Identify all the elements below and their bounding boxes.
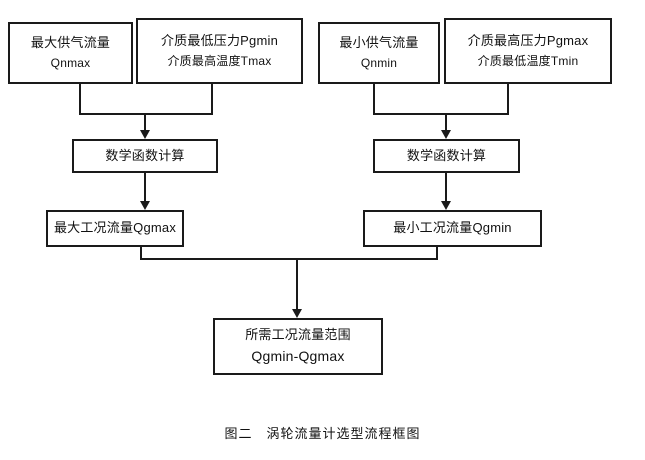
connector-stem-to-final	[296, 258, 298, 310]
node-math-calc-left: 数学函数计算	[72, 139, 218, 173]
node-max-supply-flow-line1: 最大供气流量	[30, 35, 111, 50]
connector-math-right-to-qgmin	[445, 173, 447, 202]
connector-stem-right-to-math	[445, 113, 447, 130]
connector-drop-min-supply-flow	[373, 84, 375, 115]
connector-drop-qgmin	[436, 247, 438, 260]
node-min-working-flow-label: 最小工况流量Qgmin	[393, 220, 512, 236]
connector-merge-bar-final	[140, 258, 438, 260]
arrowhead-right-to-math	[441, 130, 451, 139]
node-min-working-flow: 最小工况流量Qgmin	[363, 210, 542, 247]
node-required-flow-range-line2: Qgmin-Qgmax	[251, 348, 345, 365]
node-max-supply-flow-line2: Qnmax	[50, 55, 91, 70]
node-required-flow-range-line1: 所需工况流量范围	[245, 326, 351, 342]
connector-drop-min-pressure-max-temp	[211, 84, 213, 115]
connector-merge-bar-left	[79, 113, 213, 115]
node-min-pressure-max-temp-line1: 介质最低压力Pgmin	[160, 33, 279, 48]
connector-drop-max-pressure-min-temp	[507, 84, 509, 115]
node-max-pressure-min-temp-line2: 介质最低温度Tmin	[477, 53, 579, 68]
node-min-supply-flow-line1: 最小供气流量	[339, 35, 419, 50]
node-max-pressure-min-temp-line1: 介质最高压力Pgmax	[467, 33, 589, 48]
figure-caption: 图二 涡轮流量计选型流程框图	[224, 426, 421, 441]
node-max-working-flow: 最大工况流量Qgmax	[46, 210, 184, 247]
arrowhead-to-final	[292, 309, 302, 318]
connector-math-left-to-qgmax	[144, 173, 146, 202]
node-max-working-flow-label: 最大工况流量Qgmax	[53, 220, 177, 236]
arrowhead-math-left-to-qgmax	[140, 201, 150, 210]
connector-drop-max-supply-flow	[79, 84, 81, 115]
arrowhead-math-right-to-qgmin	[441, 201, 451, 210]
node-math-calc-right: 数学函数计算	[373, 139, 520, 173]
arrowhead-left-to-math	[140, 130, 150, 139]
connector-merge-bar-right	[373, 113, 509, 115]
node-max-supply-flow: 最大供气流量 Qnmax	[8, 22, 133, 84]
connector-drop-qgmax	[140, 247, 142, 260]
node-min-pressure-max-temp-line2: 介质最高温度Tmax	[167, 53, 272, 68]
connector-stem-left-to-math	[144, 113, 146, 130]
node-min-supply-flow: 最小供气流量 Qnmin	[318, 22, 440, 84]
node-required-flow-range: 所需工况流量范围 Qgmin-Qgmax	[213, 318, 383, 375]
node-min-supply-flow-line2: Qnmin	[360, 55, 398, 70]
node-math-calc-right-label: 数学函数计算	[406, 147, 487, 163]
node-math-calc-left-label: 数学函数计算	[105, 147, 185, 163]
node-max-pressure-min-temp: 介质最高压力Pgmax 介质最低温度Tmin	[444, 18, 612, 84]
node-min-pressure-max-temp: 介质最低压力Pgmin 介质最高温度Tmax	[136, 18, 303, 84]
